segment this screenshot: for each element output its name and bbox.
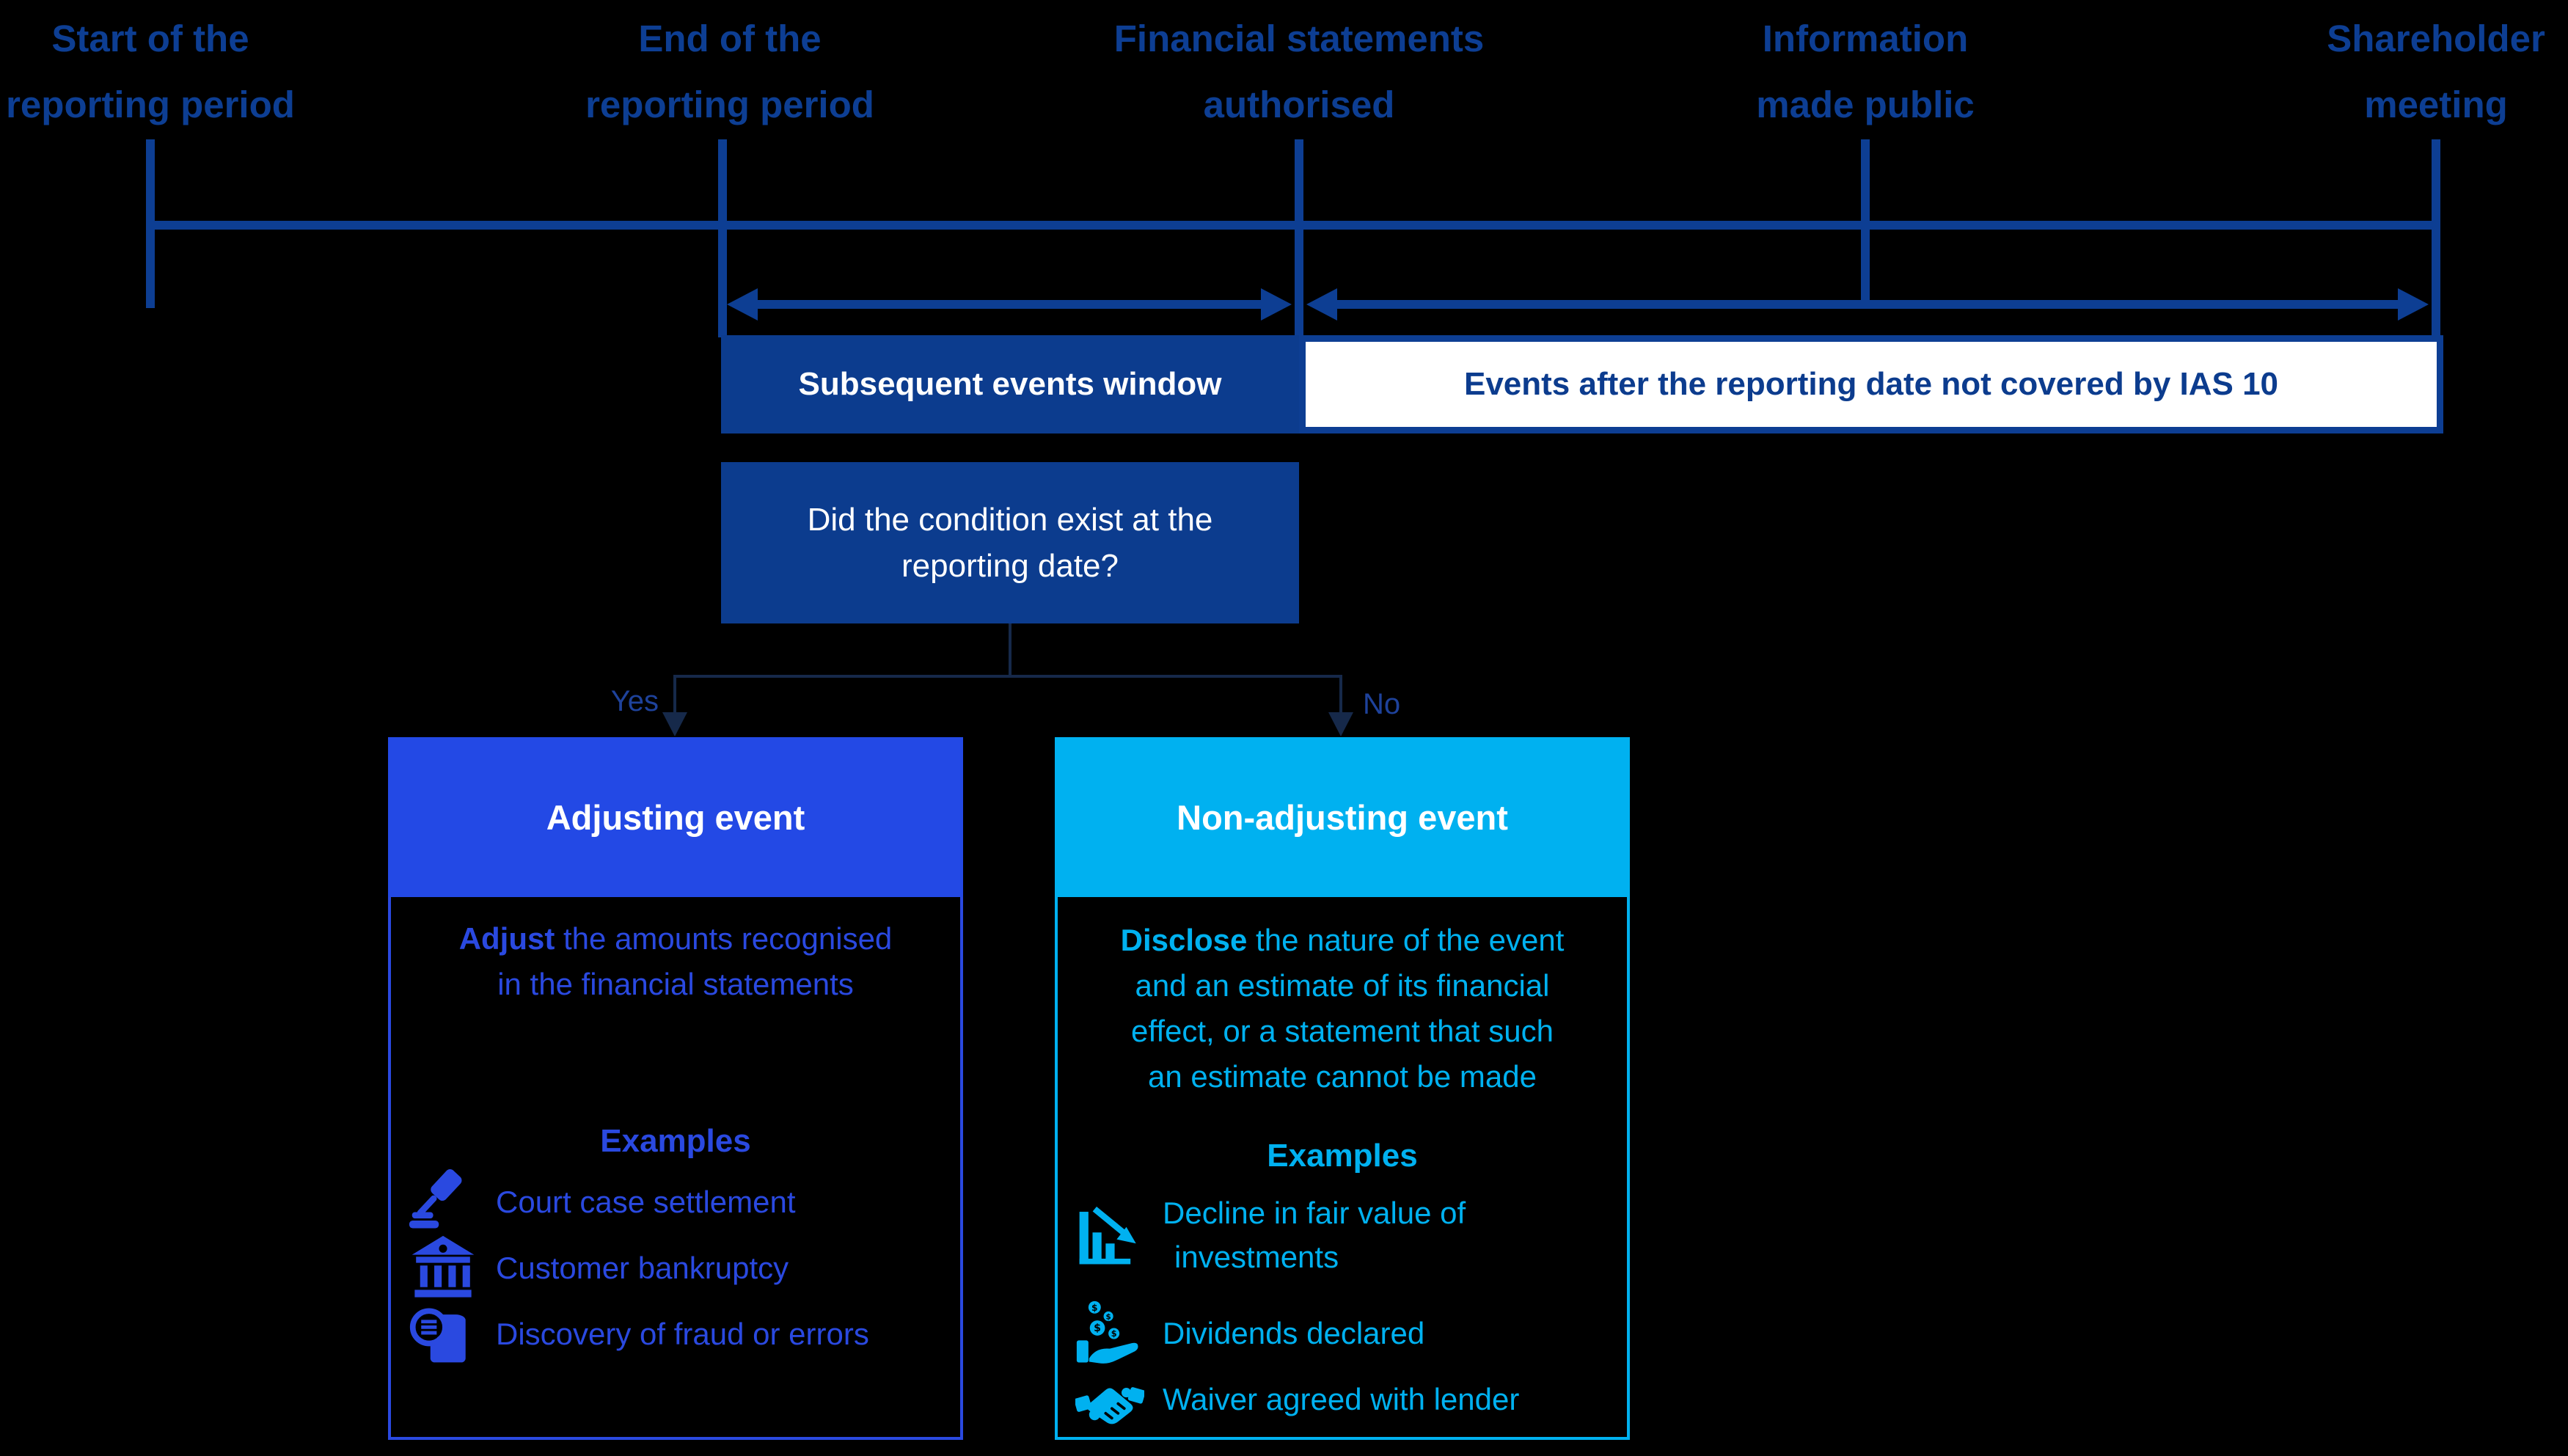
no-arrowhead-icon [1328,712,1353,736]
timeline-main-line [150,221,2436,230]
gavel-icon [407,1167,479,1237]
example-text-line: Decline in fair value of [1163,1195,1466,1230]
example-text: Customer bankruptcy [496,1250,789,1285]
subsequent-events-band-label: Subsequent events window [798,366,1222,402]
milestone-label-meeting: Shareholder meeting [2157,6,2568,138]
non-adjusting-card-title: Non-adjusting event [1177,797,1508,837]
milestone-label-line: reporting period [6,84,295,125]
example-item-court-case: Court case settlement [391,1167,960,1237]
handshake-icon [1074,1365,1146,1434]
adjusting-action-text: Adjust the amounts recognised in the fin… [391,916,960,1007]
example-text: Decline in fair value of investments [1163,1191,1466,1279]
decline-chart-icon [1074,1201,1146,1270]
decision-box: Did the condition exist at the reporting… [721,462,1299,623]
yes-arrowhead-icon [662,712,687,736]
example-item-fair-value: Decline in fair value of investments [1058,1189,1627,1281]
action-rest: the amounts recognised [555,921,893,956]
milestone-label-start: Start of the reporting period [0,6,429,138]
adjusting-card-title: Adjusting event [546,797,805,837]
action-line: in the financial statements [497,967,854,1001]
milestone-label-authorised: Financial statements authorised [1020,6,1578,138]
example-item-fraud: Discovery of fraud or errors [391,1299,960,1369]
subsequent-window-arrow [750,300,1270,309]
arrowhead-right-icon [1261,288,1292,321]
action-line: Disclose the nature of the event [1058,918,1627,963]
milestone-label-line: Shareholder [2327,18,2545,59]
action-line: effect, or a statement that such [1131,1014,1554,1048]
milestone-label-public: Information made public [1587,6,2144,138]
example-text: Discovery of fraud or errors [496,1316,869,1351]
milestone-label-line: Start of the [51,18,249,59]
arrowhead-right-icon [2398,288,2429,321]
adjusting-event-card: Adjusting event Adjust the amounts recog… [388,737,963,1440]
fraud-magnifier-icon [407,1299,479,1369]
svg-text:$: $ [1091,1303,1098,1313]
example-text: Dividends declared [1163,1316,1425,1350]
not-covered-arrow [1330,300,2407,309]
milestone-label-line: End of the [638,18,822,59]
svg-text:$: $ [1111,1329,1117,1339]
decision-stem-connector [1009,623,1012,678]
milestone-label-line: meeting [2364,84,2508,125]
milestone-label-line: Information [1762,18,1969,59]
dividends-icon: $ $ $ $ [1074,1299,1146,1368]
bank-icon [407,1234,479,1302]
timeline-tick-end [718,139,727,337]
example-text: Waiver agreed with lender [1163,1382,1520,1416]
action-rest: the nature of the event [1247,923,1565,957]
no-branch-connector [1339,675,1342,716]
not-covered-band: Events after the reporting date not cove… [1299,335,2443,433]
milestone-label-end: End of the reporting period [451,6,1009,138]
branch-horizontal-connector [673,675,1342,678]
yes-branch-connector [673,675,676,716]
action-line: and an estimate of its financial [1135,968,1550,1003]
yes-label: Yes [610,685,659,717]
milestone-label-line: authorised [1203,84,1395,125]
example-item-bankruptcy: Customer bankruptcy [391,1233,960,1303]
subsequent-events-band: Subsequent events window [721,335,1299,433]
action-keyword: Adjust [458,921,555,956]
non-adjusting-examples-heading: Examples [1267,1138,1418,1174]
example-item-waiver: Waiver agreed with lender [1058,1363,1627,1436]
action-line: an estimate cannot be made [1147,1059,1537,1094]
milestone-label-line: made public [1756,84,1975,125]
decision-question-line: reporting date? [901,548,1119,584]
example-item-dividends: $ $ $ $ Dividends declared [1058,1297,1627,1370]
non-adjusting-card-body: Disclose the nature of the event and an … [1055,897,1630,1440]
adjusting-card-body: Adjust the amounts recognised in the fin… [388,897,963,1440]
not-covered-band-label: Events after the reporting date not cove… [1463,366,2279,402]
timeline-tick-meeting [2432,139,2440,337]
non-adjusting-event-card: Non-adjusting event Disclose the nature … [1055,737,1630,1440]
adjusting-examples-heading: Examples [600,1123,751,1159]
timeline-tick-authorised [1295,139,1303,337]
svg-text:$: $ [1106,1312,1111,1321]
action-keyword: Disclose [1120,923,1248,957]
milestone-label-line: reporting period [585,84,874,125]
action-line: Adjust the amounts recognised [391,916,960,962]
decision-question-line: Did the condition exist at the [807,502,1213,538]
adjusting-card-header: Adjusting event [388,737,963,897]
example-text-line: investments [1174,1239,1339,1274]
no-label: No [1363,688,1401,720]
svg-text:$: $ [1094,1323,1101,1334]
non-adjusting-action-text: Disclose the nature of the event and an … [1058,918,1627,1100]
non-adjusting-card-header: Non-adjusting event [1055,737,1630,897]
milestone-label-line: Financial statements [1113,18,1485,59]
example-text: Court case settlement [496,1184,796,1219]
